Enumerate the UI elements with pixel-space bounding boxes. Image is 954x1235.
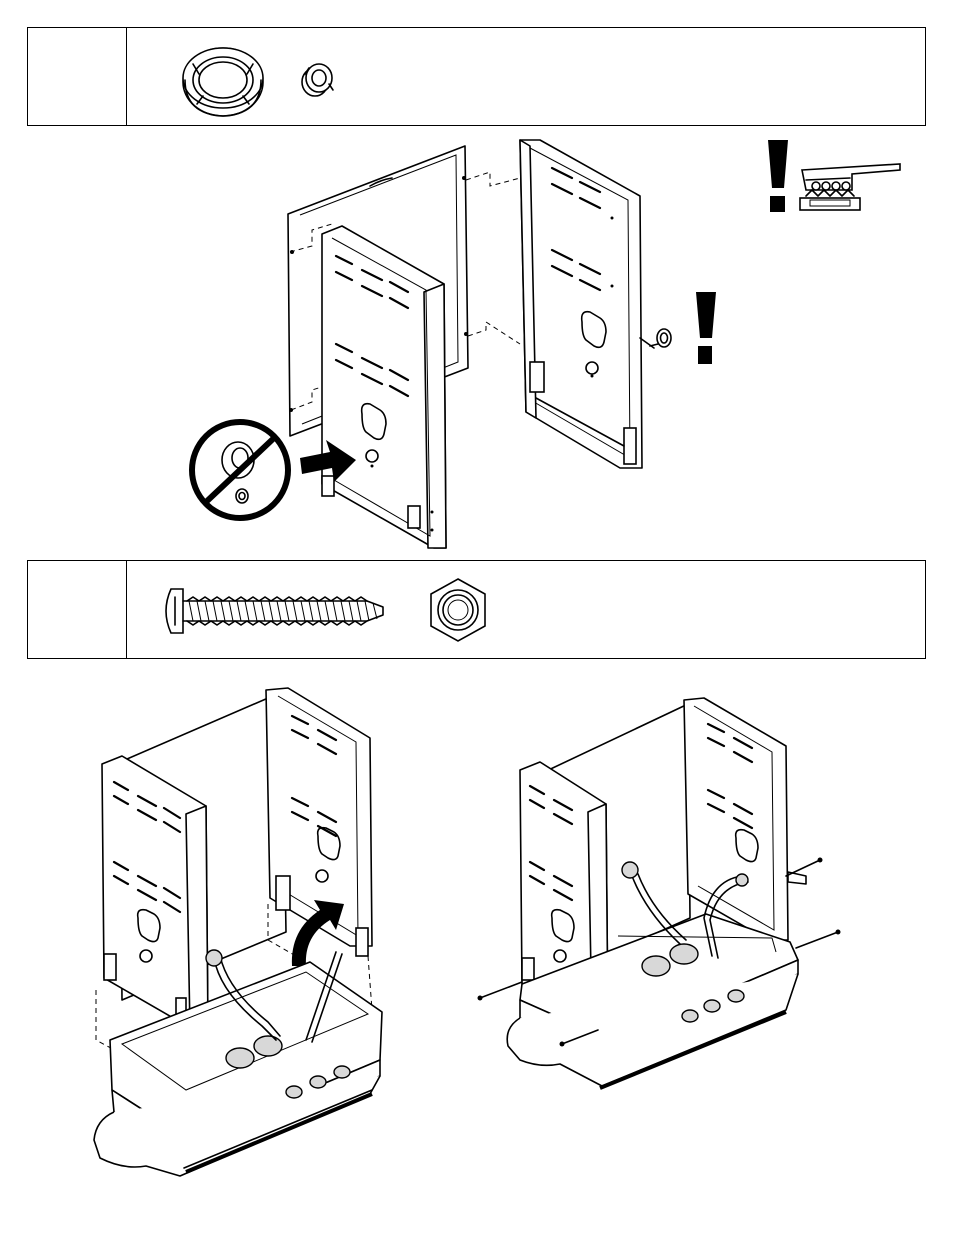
prohibited-icon [192,422,288,518]
left-side-panel [322,226,446,548]
bushing-icon [163,34,283,124]
parts-box-2 [27,560,926,659]
parts-box-index-cell [28,561,127,658]
panel-assembly-illustration [0,128,954,558]
screw-icon [157,571,397,651]
lower-onto-base-illustration [80,680,480,1190]
bushing-insert [640,329,671,348]
right-side-panel [520,140,642,468]
parts-box-content [127,561,925,658]
parts-box-content [127,28,925,125]
cooking-warning [768,140,900,212]
exclamation-icon [696,292,716,364]
attach-with-screws-illustration [470,690,850,1110]
parts-box-1 [27,27,926,126]
hex-nut-icon [423,575,493,645]
small-bushing-icon [293,54,343,104]
parts-box-index-cell [28,28,127,125]
